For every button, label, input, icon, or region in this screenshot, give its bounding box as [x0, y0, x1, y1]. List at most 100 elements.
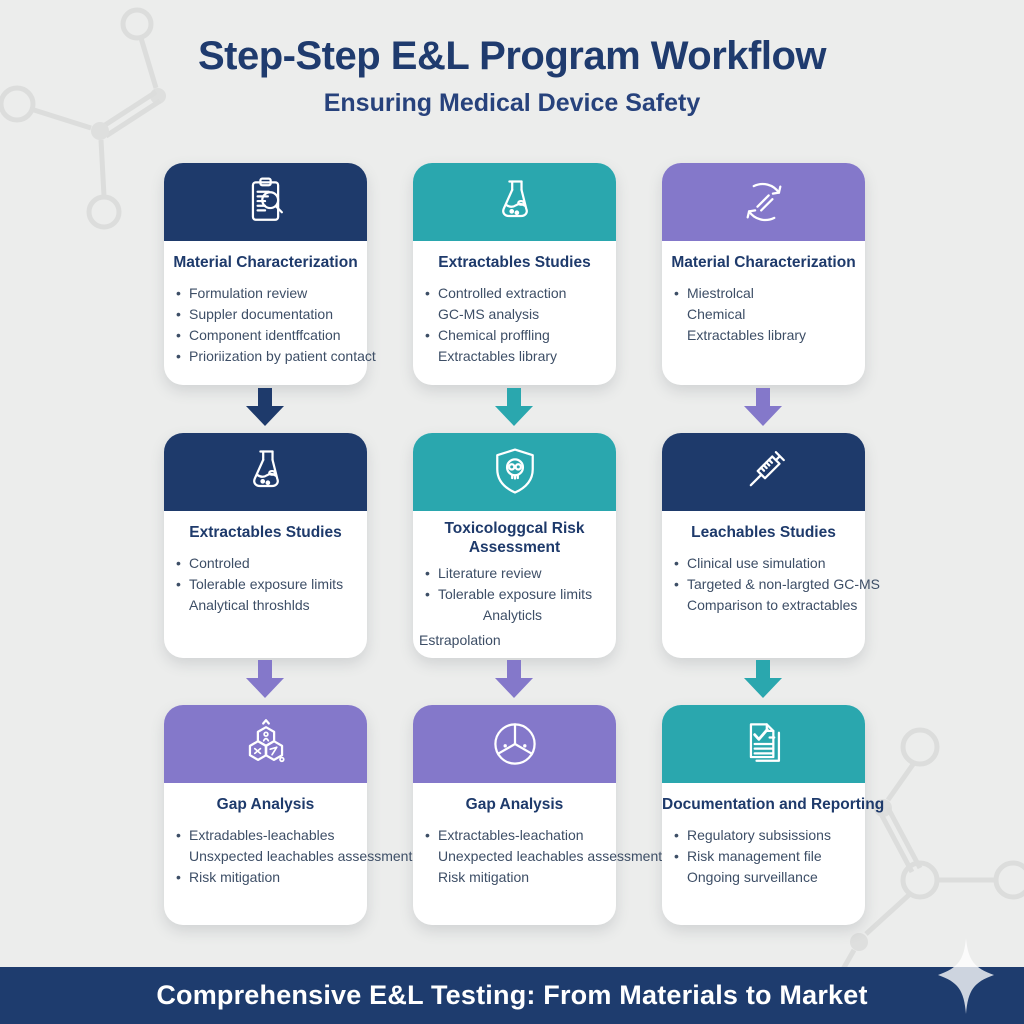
card-gap-analysis-1: Gap Analysis • Extradables-leachables Uns…	[164, 705, 412, 925]
card-header	[164, 705, 367, 783]
card-header	[164, 163, 367, 241]
footer-banner: Comprehensive E&L Testing: From Material…	[0, 967, 1024, 1024]
bullet-text: GC-MS analysis	[438, 306, 540, 322]
bullet-line: • Extractables-leachation	[425, 825, 612, 846]
bullet-marker: •	[425, 327, 430, 343]
bullet-marker: •	[176, 869, 181, 885]
card-material-characterization-1: Material Characterization •Formulation r…	[164, 163, 376, 385]
bullet-marker: •	[425, 565, 430, 582]
card-extractables-studies-1: Extractables Studies • Controlled extract…	[413, 163, 616, 385]
bullet-marker	[176, 595, 189, 616]
bullet-text: Extradables-leachables	[189, 827, 335, 843]
bullet-text: Controled	[189, 555, 250, 571]
card-title: Gap Analysis	[465, 796, 564, 813]
bullet-line: GC-MS analysis	[425, 304, 612, 325]
bullet-text: Literature review	[438, 565, 542, 582]
bullet-line: •Clinical use simulation	[674, 553, 861, 574]
bullet-text: Estrapolation	[419, 632, 501, 649]
bullet-marker: •	[176, 576, 181, 592]
page-header: Step-Step E&L Program Workflow Ensuring …	[0, 34, 1024, 118]
bullet-line: Unsxpected leachables assessment	[176, 846, 412, 867]
bullet-line: • Tolerable exposure limits	[425, 584, 612, 605]
bullet-line: Extractables library	[425, 346, 612, 367]
flask-icon	[252, 450, 279, 488]
bullet-line: •Tolerable exposure limits	[176, 574, 363, 595]
bullet-line: •Risk management file	[674, 846, 861, 867]
bullet-marker	[425, 867, 438, 888]
bullet-line: Chemical	[674, 304, 861, 325]
skull-shield-icon	[495, 448, 534, 494]
down-arrow-icon	[246, 660, 284, 698]
bullet-text: Extractables library	[438, 348, 558, 364]
card-title: Gap Analysis	[216, 796, 315, 813]
bullet-text: Risk management file	[687, 848, 822, 864]
bullet-marker: •	[176, 306, 181, 322]
bullet-line: Estrapolation	[419, 630, 612, 651]
card-toxicological-risk-assessment: Toxicologgcal Risk Assessment •Literatur…	[413, 433, 616, 658]
bullet-text: Formulation review	[189, 285, 308, 301]
bullet-marker: •	[674, 285, 679, 301]
bullet-text: Analyticls	[482, 607, 543, 624]
bullet-marker: •	[176, 327, 181, 343]
card-header	[413, 705, 616, 783]
bullet-text: Tolerable exposure limits	[438, 586, 593, 603]
bullet-text: Clinical use simulation	[687, 555, 826, 571]
bullet-line: • Risk mitigation	[176, 867, 363, 888]
bullet-text: Controlled extraction	[438, 285, 567, 301]
bullet-marker: •	[425, 827, 430, 843]
card-header	[662, 705, 865, 783]
bullet-line: Unexpected leachables assessment	[425, 846, 662, 867]
down-arrow-icon	[495, 388, 533, 426]
bullet-line: Risk mitigation	[425, 867, 612, 888]
card-title: Extractables Studies	[189, 524, 342, 541]
bullet-text: Prioriization by patient contact	[189, 348, 376, 364]
bullet-text: Analytical throshlds	[189, 597, 310, 613]
bullet-line: • Suppler documentation	[176, 304, 363, 325]
bullet-text: Extractables library	[687, 327, 807, 343]
bullet-text: Unsxpected leachables assessment	[189, 848, 413, 864]
workflow-row-3: Gap Analysis • Extradables-leachables Uns…	[164, 705, 885, 925]
card-title: Documentation and Reporting	[662, 796, 885, 813]
bullet-text: Ongoing surveillance	[687, 869, 818, 885]
bullet-line: •Formulation review	[176, 283, 363, 304]
page-subtitle: Ensuring Medical Device Safety	[323, 89, 701, 117]
bullet-marker	[674, 867, 687, 888]
cycle-arrows-icon	[746, 182, 781, 222]
card-material-characterization-2: Material Characterization • Miestrolcal C…	[662, 163, 865, 385]
card-header	[164, 433, 367, 511]
bullet-text: Suppler documentation	[189, 306, 333, 322]
workflow-row-2: Extractables Studies •Controled •Tolerab…	[164, 433, 880, 658]
bullet-marker	[425, 304, 438, 325]
down-arrow-icon	[246, 388, 284, 426]
card-title: Material Characterization	[671, 254, 856, 271]
card-header	[662, 163, 865, 241]
bullet-marker	[425, 846, 438, 867]
bullet-marker: •	[425, 586, 430, 603]
card-gap-analysis-2: Gap Analysis • Extractables-leachation Un…	[413, 705, 662, 925]
bullet-text: Miestrolcal	[687, 285, 754, 301]
bullet-line: •Prioriization by patient contact	[176, 346, 376, 367]
bullet-line: •Controled	[176, 553, 363, 574]
bullet-text: Risk mitigation	[189, 869, 281, 885]
bullet-marker: •	[425, 285, 430, 301]
bullet-line: •Targeted & non-largted GC-MS	[674, 574, 880, 595]
bullet-line: •Regulatory subsissions	[674, 825, 861, 846]
card-leachables-studies: Leachables Studies •Clinical use simulat…	[662, 433, 880, 658]
bullet-marker	[176, 846, 189, 867]
card-title: Extractables Studies	[438, 254, 591, 271]
bullet-marker	[425, 346, 438, 367]
hexagon-molecules-icon	[248, 719, 285, 763]
page-title: Step-Step E&L Program Workflow	[197, 34, 827, 78]
card-header	[662, 433, 865, 511]
syringe-icon	[749, 451, 785, 487]
card-extractables-studies-2: Extractables Studies •Controled •Tolerab…	[164, 433, 367, 658]
bullet-text: Component identffcation	[189, 327, 341, 343]
flask-icon	[501, 180, 528, 218]
bullet-line: •Chemical proffling	[425, 325, 612, 346]
three-way-circle-icon	[493, 723, 536, 765]
bullet-text: Extractables-leachation	[438, 827, 584, 843]
bullet-text: Comparison to extractables	[687, 597, 858, 613]
bullet-line: Extractables library	[674, 325, 861, 346]
card-header	[413, 433, 616, 511]
bullet-marker	[674, 325, 687, 346]
